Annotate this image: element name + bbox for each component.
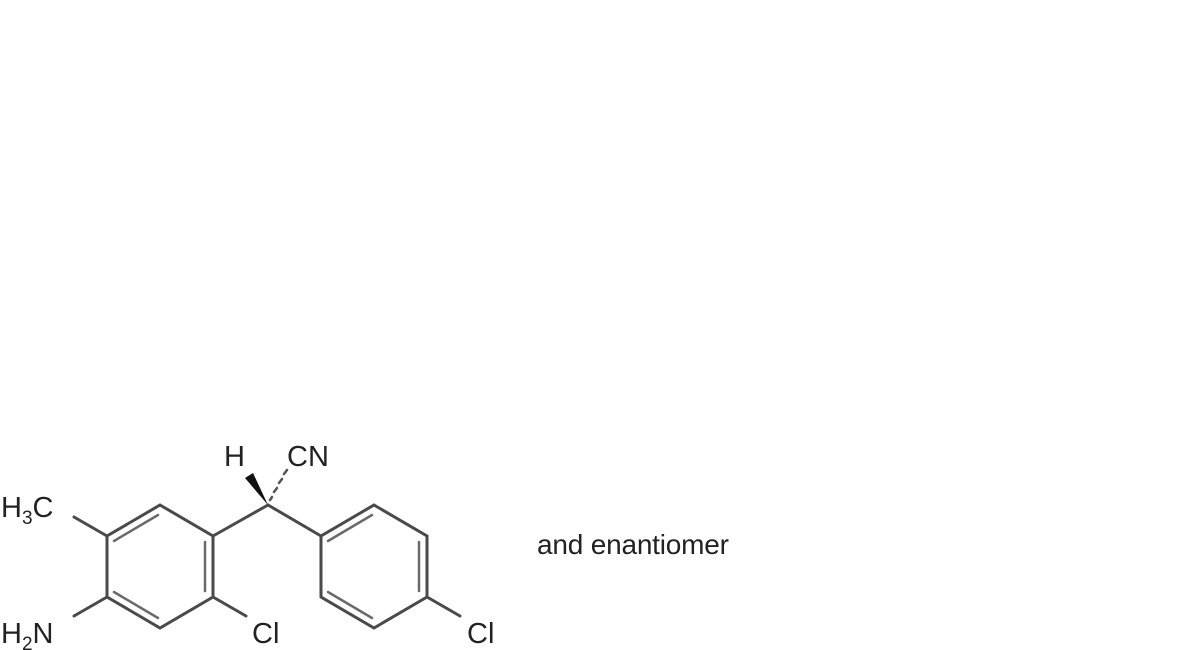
chloro-right-bond [425,595,462,618]
enantiomer-caption: and enantiomer [537,529,729,560]
stereocenter-bonds [211,468,323,538]
methyl-label: H3C [1,492,53,529]
methyl-bond [72,515,109,538]
right-benzene-ring [319,503,429,630]
nitrile-label: CN [287,441,329,473]
hydrogen-label: H [224,441,245,473]
chloro-left-label: Cl [252,618,279,650]
hashed-bond-cn [268,468,289,502]
amine-bond [72,595,109,618]
left-benzene-ring [105,503,215,630]
chloro-right-label: Cl [467,618,494,650]
wedge-bond-h [245,473,268,505]
chloro-left-bond [211,595,248,618]
amine-label: H2N [1,618,53,650]
